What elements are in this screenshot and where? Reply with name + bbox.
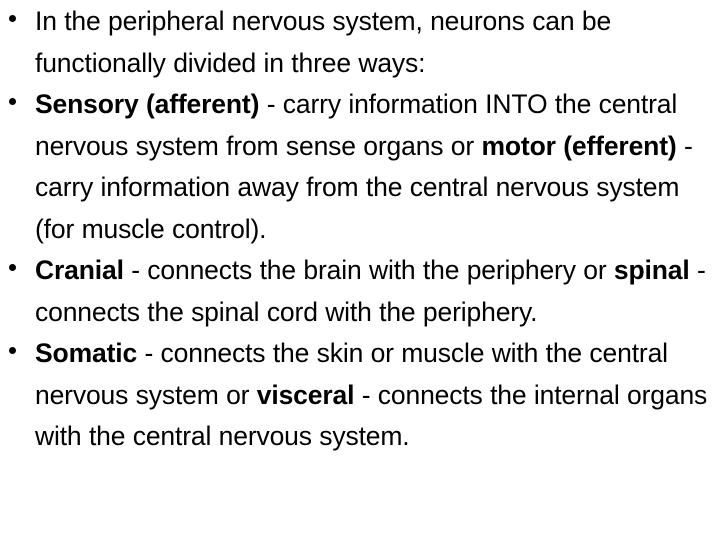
bullet-text-cranial-spinal: Cranial - connects the brain with the pe… (35, 250, 716, 333)
body-text-somatic-visceral-1: - connects the skin or muscle with the c… (35, 338, 668, 410)
bullet-text-sensory-motor: Sensory (afferent) - carry information I… (35, 84, 716, 250)
body-text-intro-0: In the peripheral nervous system, neuron… (35, 6, 612, 78)
body-text-sensory-motor-3: - carry information away from the centra… (35, 130, 693, 244)
emphasis-term-cranial-spinal-0: Cranial (35, 255, 124, 285)
bullet-item-cranial-spinal: Cranial - connects the brain with the pe… (0, 250, 720, 333)
bullet-item-intro: In the peripheral nervous system, neuron… (0, 1, 720, 84)
body-text-sensory-motor-1: - carry information INTO the central ner… (35, 89, 678, 161)
bullet-point-icon (9, 347, 16, 354)
body-text-cranial-spinal-1: - connects the brain with the periphery … (123, 255, 614, 285)
body-text-cranial-spinal-3: - connects the spinal cord with the peri… (35, 255, 706, 327)
emphasis-term-cranial-spinal-2: spinal (613, 255, 690, 285)
emphasis-term-sensory-motor-2: motor (efferent) (481, 130, 677, 161)
bullet-item-sensory-motor: Sensory (afferent) - carry information I… (0, 84, 720, 250)
emphasis-term-somatic-visceral-2: visceral (256, 379, 355, 410)
bullet-point-icon (9, 264, 16, 271)
emphasis-term-sensory-motor-0: Sensory (afferent) (35, 89, 260, 119)
bullet-text-intro: In the peripheral nervous system, neuron… (35, 1, 716, 84)
bullet-text-somatic-visceral: Somatic - connects the skin or muscle wi… (35, 333, 716, 458)
bullet-point-icon (9, 98, 16, 105)
body-text-somatic-visceral-3: - connects the internal organs with the … (35, 379, 708, 452)
bullet-list: In the peripheral nervous system, neuron… (0, 1, 720, 458)
bullet-item-somatic-visceral: Somatic - connects the skin or muscle wi… (0, 333, 720, 458)
emphasis-term-somatic-visceral-0: Somatic (35, 338, 138, 368)
bullet-point-icon (9, 15, 16, 22)
